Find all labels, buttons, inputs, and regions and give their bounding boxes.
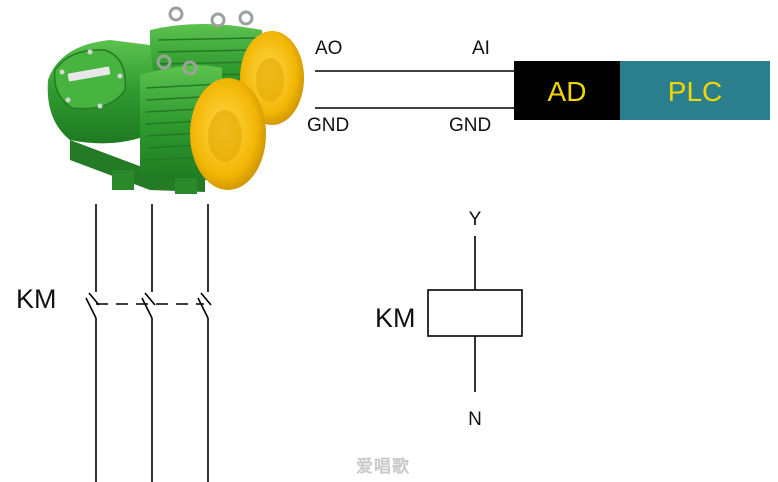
plc-block — [620, 61, 770, 120]
signal-wires — [315, 70, 514, 109]
plc-block-label: PLC — [668, 76, 722, 107]
coil-y-label: Y — [469, 209, 482, 230]
contactor-main-contacts — [85, 204, 212, 482]
coil-n-label: N — [468, 409, 482, 430]
contactor-coil — [427, 236, 523, 392]
ai-label: AI — [472, 38, 490, 59]
gnd-right-label: GND — [449, 115, 491, 136]
ad-block-label: AD — [548, 76, 587, 107]
gnd-left-label: GND — [307, 115, 349, 136]
ad-block — [514, 61, 620, 120]
km-coil-label: KM — [375, 303, 416, 333]
km-contacts-label: KM — [16, 284, 57, 314]
watermark: 爱唱歌 — [356, 457, 410, 477]
motor-illustration — [47, 6, 304, 194]
ao-label: AO — [315, 38, 342, 59]
